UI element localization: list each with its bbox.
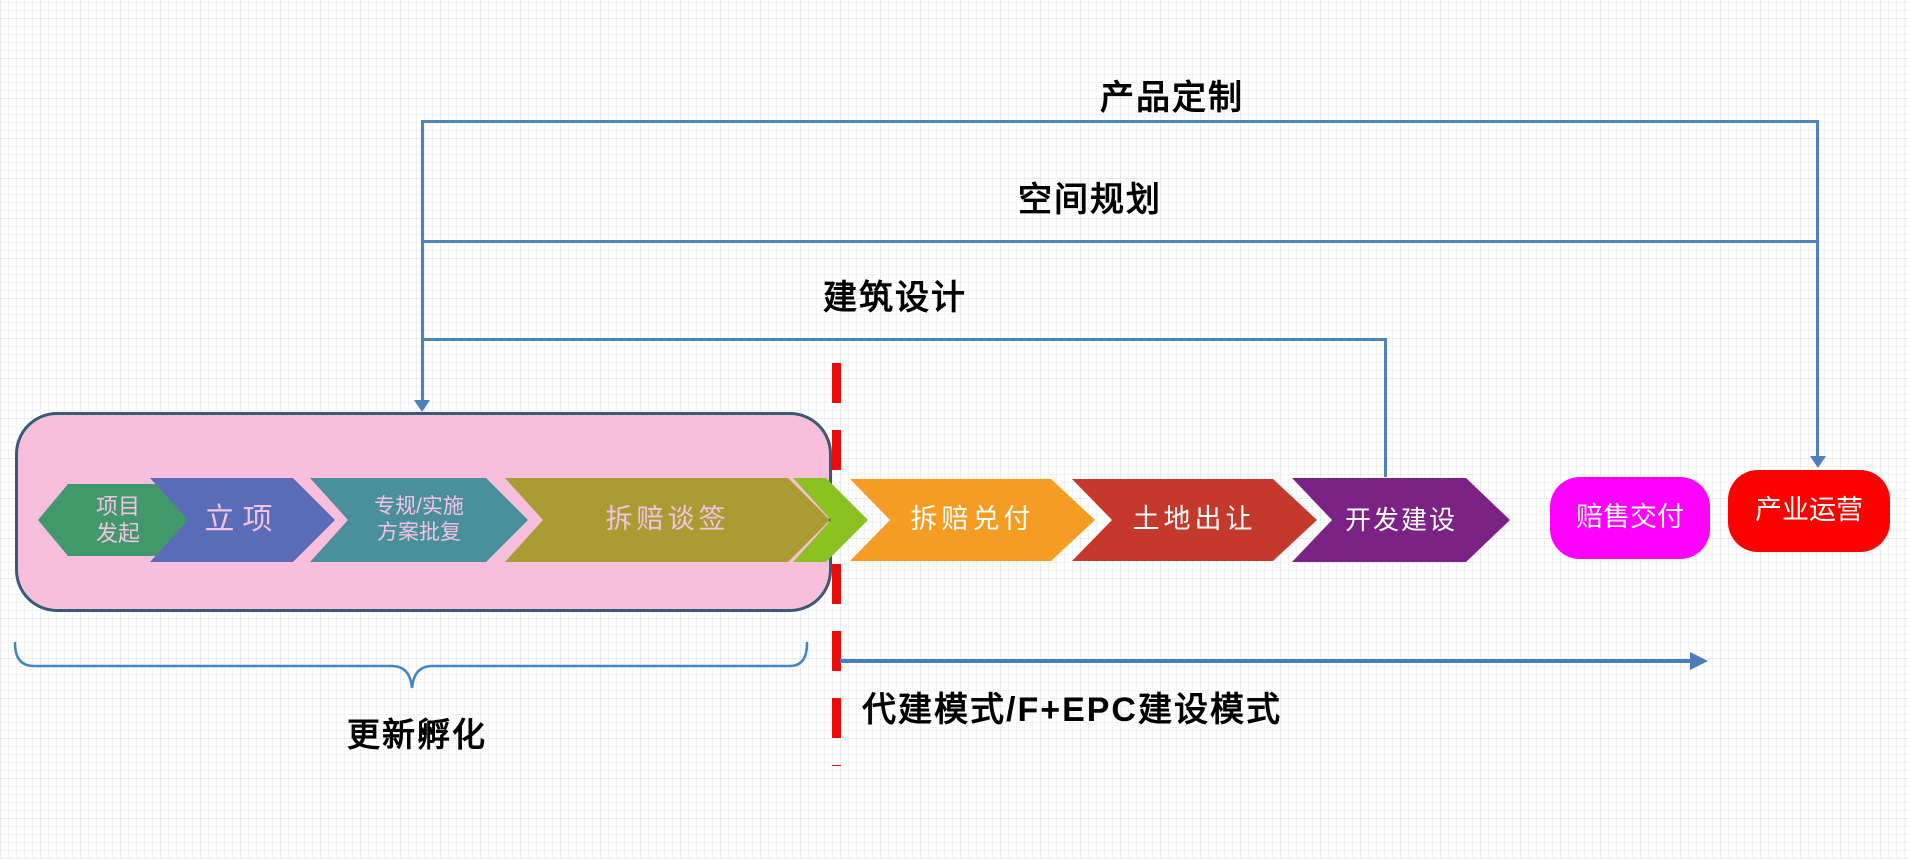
left-bracket-vertical-line [421, 120, 424, 402]
incubation-brace [13, 641, 809, 689]
stage-label: 拆赔兑付 [910, 504, 1035, 535]
stage-label: 产业运营 [1755, 495, 1863, 526]
stage-compensation-sale-delivery: 赔售交付 [1550, 477, 1710, 559]
arrow-into-incubation-box [414, 400, 430, 412]
architecture-design-drop-line [1384, 338, 1387, 477]
stage-label: 专规/实施 [374, 494, 464, 518]
right-bracket-vertical-line [1816, 120, 1819, 458]
stage-plan-approval: 专规/实施方案批复 [310, 478, 528, 562]
stage-label: 方案批复 [377, 521, 461, 544]
construction-mode-arrow-line [840, 659, 1694, 663]
architecture-design-line [423, 338, 1386, 341]
product-customization-line-top [423, 120, 1819, 123]
stage-demolition-negotiation: 拆赔谈签 [505, 478, 830, 562]
stage-label: 土地出让 [1132, 504, 1257, 535]
stage-label: 立项 [204, 503, 281, 537]
construction-mode-arrowhead [1690, 652, 1708, 670]
stage-label: 拆赔谈签 [605, 504, 730, 535]
label-product-customization: 产品定制 [1100, 79, 1244, 117]
stage-label: 赔售交付 [1576, 502, 1684, 533]
label-architecture-design: 建筑设计 [823, 279, 967, 317]
stage-land-transfer: 土地出让 [1072, 479, 1317, 561]
stage-industry-operation: 产业运营 [1728, 470, 1890, 552]
space-planning-line [423, 240, 1817, 243]
stage-label: 项目 [95, 493, 140, 519]
stage-label: 开发建设 [1344, 504, 1457, 535]
label-space-planning: 空间规划 [1018, 181, 1162, 219]
stage-label: 发起 [95, 521, 140, 546]
arrow-into-industry-operation [1810, 456, 1826, 468]
label-construction-mode: 代建模式/F+EPC建设模式 [862, 691, 1282, 729]
stage-development-construction: 开发建设 [1292, 478, 1510, 562]
phase-divider-dashed-line [832, 363, 841, 766]
stage-demolition-payment: 拆赔兑付 [850, 479, 1095, 561]
label-incubation-phase: 更新孵化 [347, 716, 487, 753]
